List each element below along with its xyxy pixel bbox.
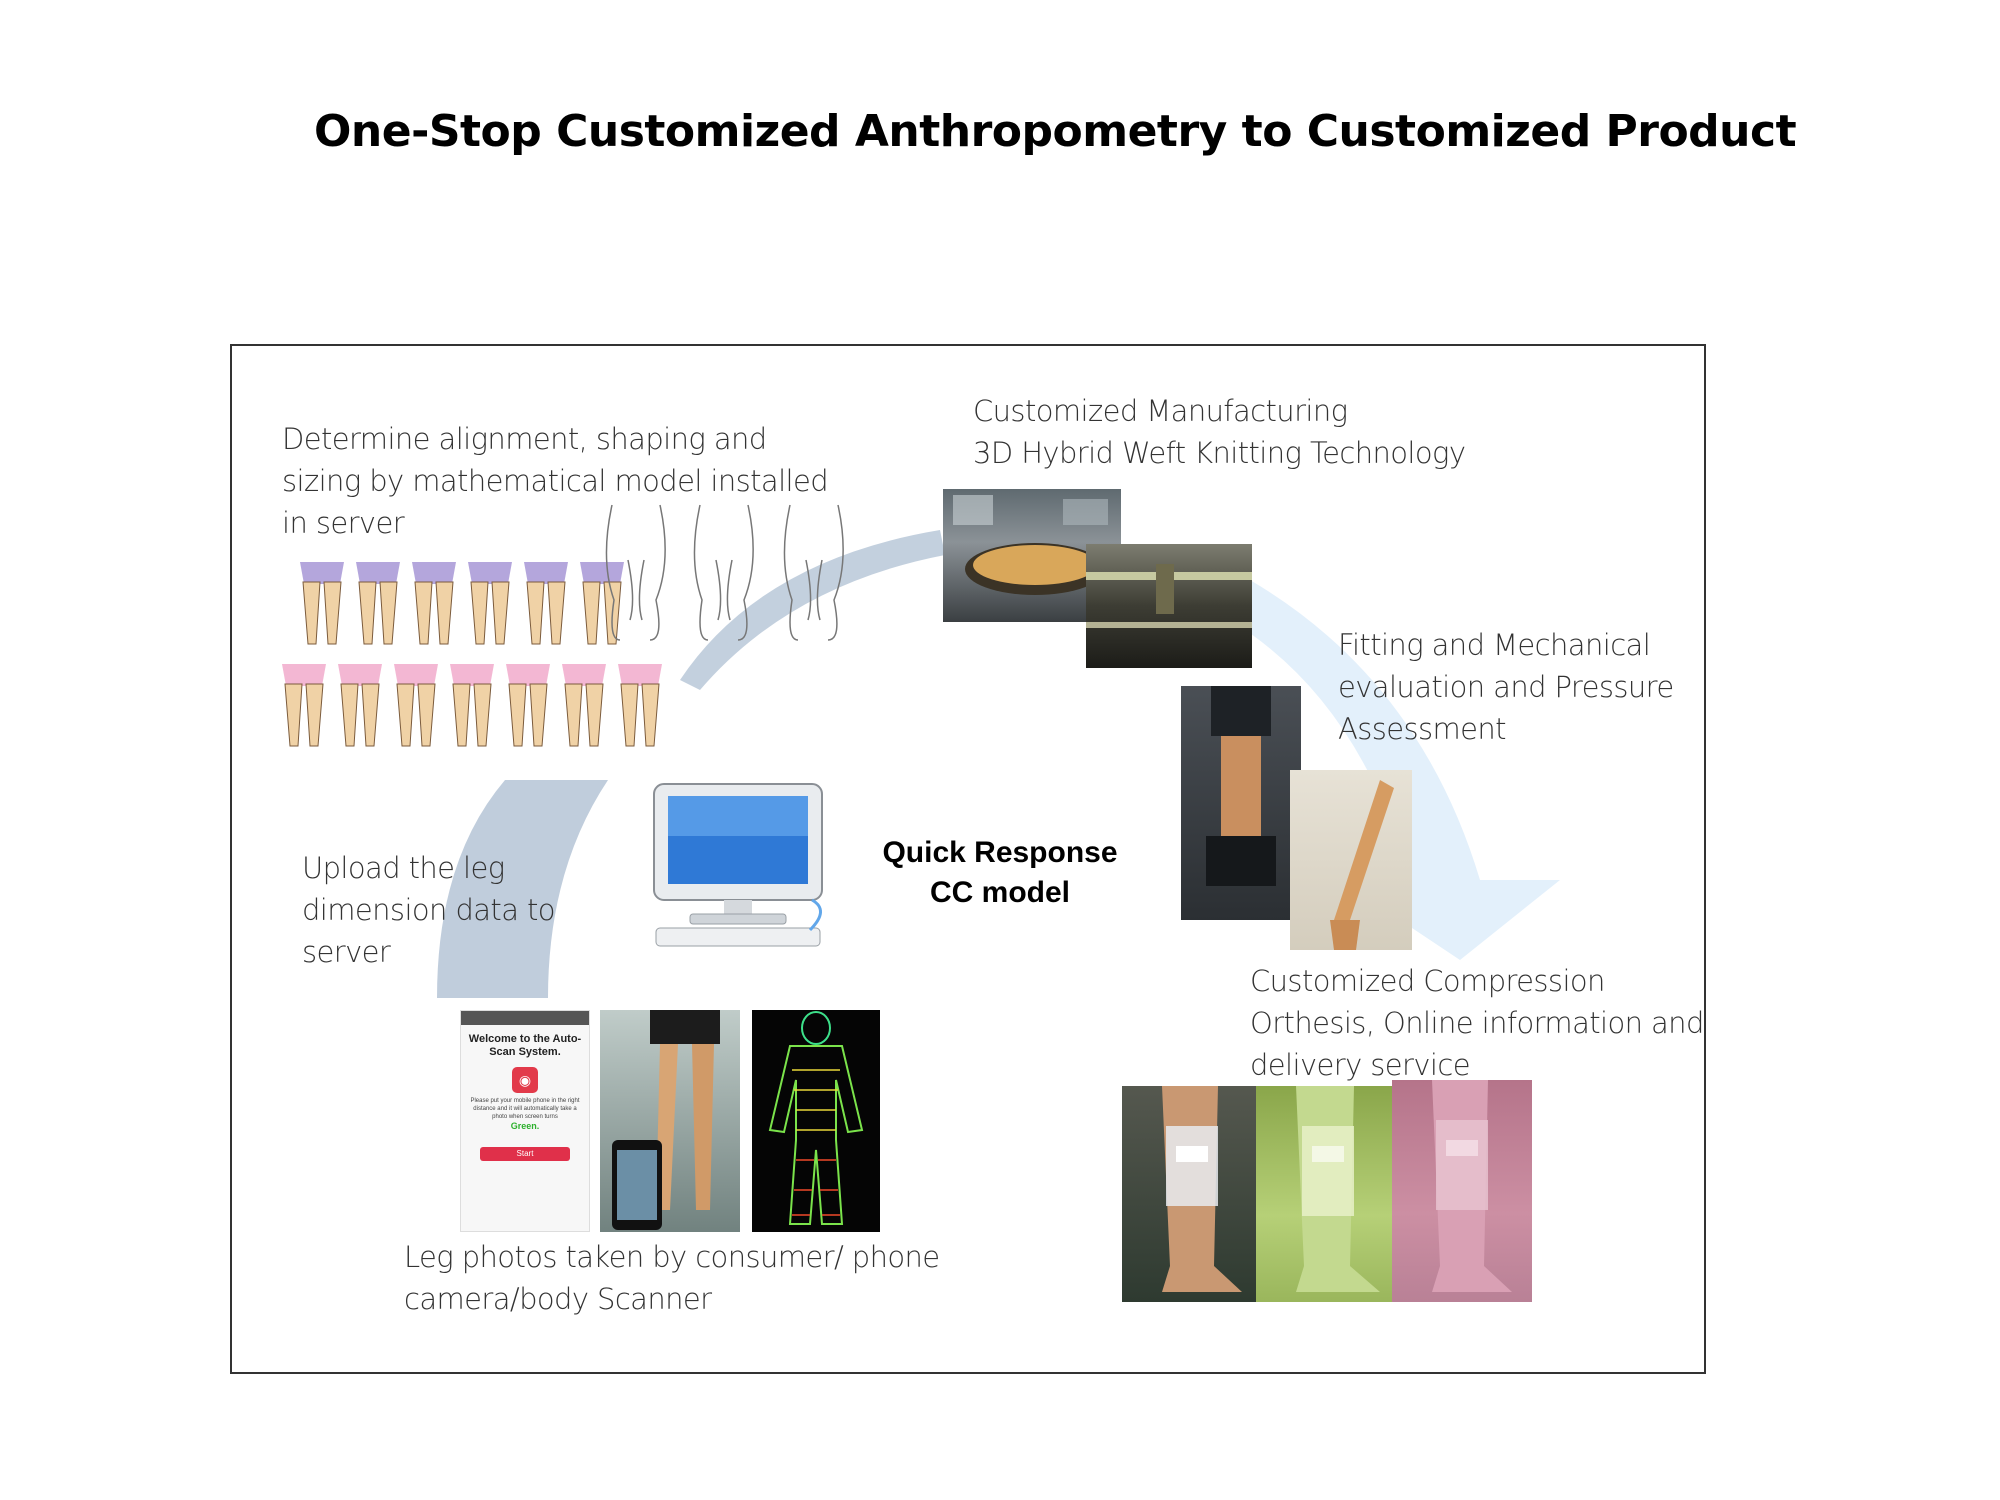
leg-figure xyxy=(562,664,606,747)
app-instruction-text: Please put your mobile phone in the righ… xyxy=(470,1098,580,1120)
product-photo-green xyxy=(1256,1086,1398,1302)
leg-figure xyxy=(300,562,344,645)
photos-label: Leg photos taken by consumer/ phone came… xyxy=(404,1240,940,1316)
leg-figure xyxy=(450,664,494,747)
leg-figure xyxy=(394,664,438,747)
top-arrow xyxy=(680,530,945,690)
manufacturing-label: Customized Manufacturing 3D Hybrid Weft … xyxy=(973,394,1466,470)
knitting-needle-photo xyxy=(1086,544,1252,668)
leg-figure xyxy=(338,664,382,747)
fitting-label: Fitting and Mechanical evaluation and Pr… xyxy=(1338,628,1674,746)
leg-figure xyxy=(506,664,550,747)
app-green-word: Green. xyxy=(510,1121,540,1131)
app-start-button[interactable]: Start xyxy=(480,1147,570,1161)
leg-figure xyxy=(282,664,326,747)
upload-arrow xyxy=(437,780,608,998)
center-label: Quick Response CC model xyxy=(882,836,1118,909)
product-photo-natural xyxy=(1122,1086,1262,1302)
app-welcome-text: Welcome to the Auto-Scan System. xyxy=(468,1033,582,1058)
upload-label: Upload the leg dimension data to server xyxy=(302,851,556,969)
product-photo-pink xyxy=(1392,1080,1532,1302)
product-label: Customized Compression Orthesis, Online … xyxy=(1250,964,1704,1082)
body-scanner-image xyxy=(752,1010,880,1232)
leg-figure xyxy=(524,562,568,645)
leg-mannequin-photo xyxy=(1290,770,1412,950)
alignment-label: Determine alignment, shaping and sizing … xyxy=(282,422,829,540)
leg-figure xyxy=(412,562,456,645)
leg-figure xyxy=(356,562,400,645)
auto-scan-app-screen: Welcome to the Auto-Scan System. ◉ Pleas… xyxy=(460,1010,590,1232)
page-title: One-Stop Customized Anthropometry to Cus… xyxy=(314,106,1797,157)
leg-figure xyxy=(618,664,662,747)
leg-photo-with-phone xyxy=(600,1010,740,1232)
camera-icon: ◉ xyxy=(512,1067,538,1093)
mechanical-tester-photo xyxy=(1181,686,1301,920)
leg-figure xyxy=(468,562,512,645)
